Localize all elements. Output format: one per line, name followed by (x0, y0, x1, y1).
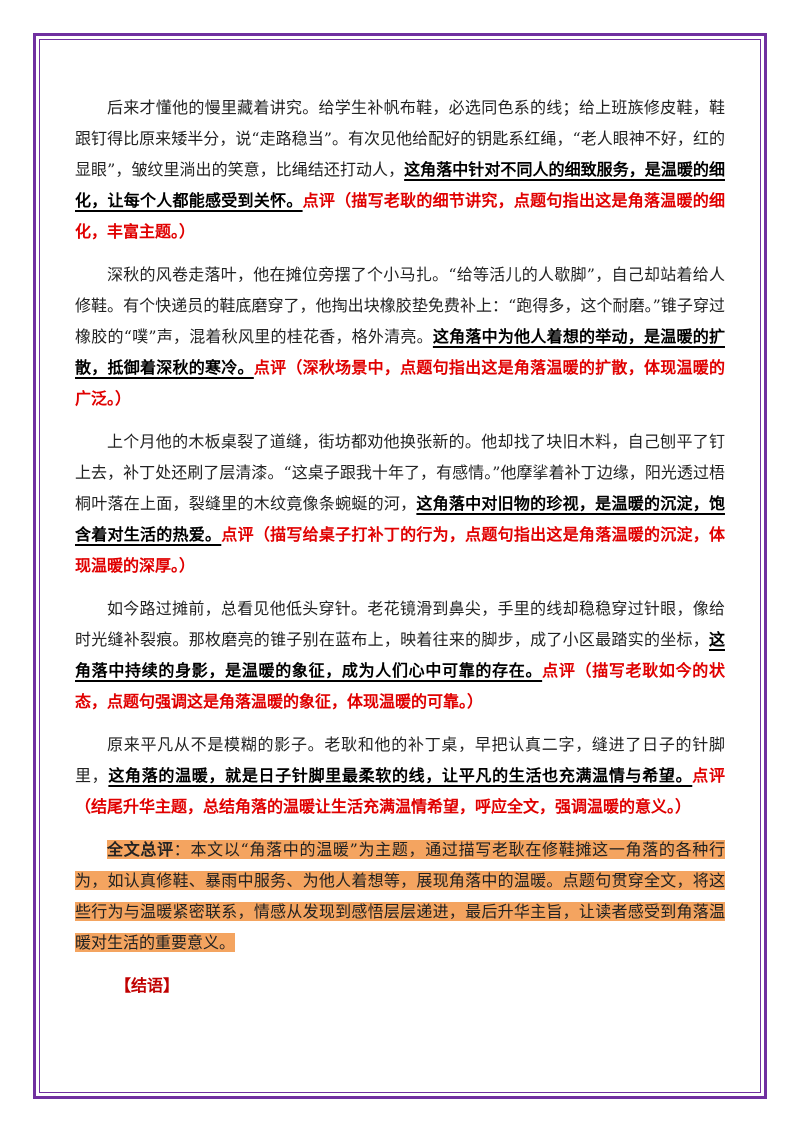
comment-note: 点评（深秋场景中，点题句指出这是角落温暖的扩散，体现温暖的广泛。） (75, 358, 725, 408)
comment-note: 点评（结尾升华主题，总结角落的温暖让生活充满温情希望，呼应全文，强调温暖的意义。… (75, 766, 725, 816)
article-body: 后来才懂他的慢里藏着讲究。给学生补帆布鞋，必选同色系的线；给上班族修皮鞋，鞋跟钉… (75, 92, 725, 970)
paragraph-text: 后来才懂他的慢里藏着讲究。给学生补帆布鞋，必选同色系的线；给上班族修皮鞋，鞋跟钉… (75, 98, 725, 179)
comment-note: 点评（描写老耿的细节讲究，点题句指出这是角落温暖的细化，丰富主题。） (75, 191, 725, 241)
paragraph-text: 如今路过摊前，总看见他低头穿针。老花镜滑到鼻尖，手里的线却稳稳穿过针眼，像给时光… (75, 599, 725, 649)
comment-note: 点评（描写给桌子打补丁的行为，点题句指出这是角落温暖的沉淀，体现温暖的深厚。） (75, 525, 725, 575)
overall-review: 全文总评：本文以“角落中的温暖”为主题，通过描写老耿在修鞋摊这一角落的各种行为，… (75, 834, 725, 958)
paragraph-text: 原来平凡从不是模糊的影子。老耿和他的补丁桌，早把认真二字，缝进了日子的针脚里， (75, 735, 725, 785)
paragraph-5: 原来平凡从不是模糊的影子。老耿和他的补丁桌，早把认真二字，缝进了日子的针脚里，这… (75, 729, 725, 822)
conclusion-heading: 【结语】 (115, 976, 180, 995)
key-sentence: 这角落中对旧物的珍视，是温暖的沉淀，饱含着对生活的热爱。 (75, 494, 725, 544)
paragraph-1: 后来才懂他的慢里藏着讲究。给学生补帆布鞋，必选同色系的线；给上班族修皮鞋，鞋跟钉… (75, 92, 725, 247)
key-sentence: 这角落的温暖，就是日子针脚里最柔软的线，让平凡的生活也充满温情与希望。 (108, 766, 693, 785)
comment-note: 点评（描写老耿如今的状态，点题句强调这是角落温暖的象征，体现温暖的可靠。） (75, 661, 725, 711)
page-border-inner (39, 39, 761, 1093)
key-sentence: 这角落中为他人着想的举动，是温暖的扩散，抵御着深秋的寒冷。 (75, 327, 725, 377)
page-border-outer (33, 33, 767, 1099)
overall-review-label: 全文总评 (107, 840, 174, 859)
overall-review-text: ：本文以“角落中的温暖”为主题，通过描写老耿在修鞋摊这一角落的各种行为，如认真修… (75, 840, 725, 952)
paragraph-3: 上个月他的木板桌裂了道缝，街坊都劝他换张新的。他却找了块旧木料，自己刨平了钉上去… (75, 426, 725, 581)
paragraph-text: 上个月他的木板桌裂了道缝，街坊都劝他换张新的。他却找了块旧木料，自己刨平了钉上去… (75, 432, 725, 513)
paragraph-4: 如今路过摊前，总看见他低头穿针。老花镜滑到鼻尖，手里的线却稳稳穿过针眼，像给时光… (75, 593, 725, 717)
paragraph-text: 深秋的风卷走落叶，他在摊位旁摆了个小马扎。“给等活儿的人歇脚”，自己却站着给人修… (75, 265, 725, 346)
key-sentence: 这角落中持续的身影，是温暖的象征，成为人们心中可靠的存在。 (75, 630, 725, 680)
paragraph-2: 深秋的风卷走落叶，他在摊位旁摆了个小马扎。“给等活儿的人歇脚”，自己却站着给人修… (75, 259, 725, 414)
key-sentence: 这角落中针对不同人的细致服务，是温暖的细化，让每个人都能感受到关怀。 (75, 160, 725, 210)
